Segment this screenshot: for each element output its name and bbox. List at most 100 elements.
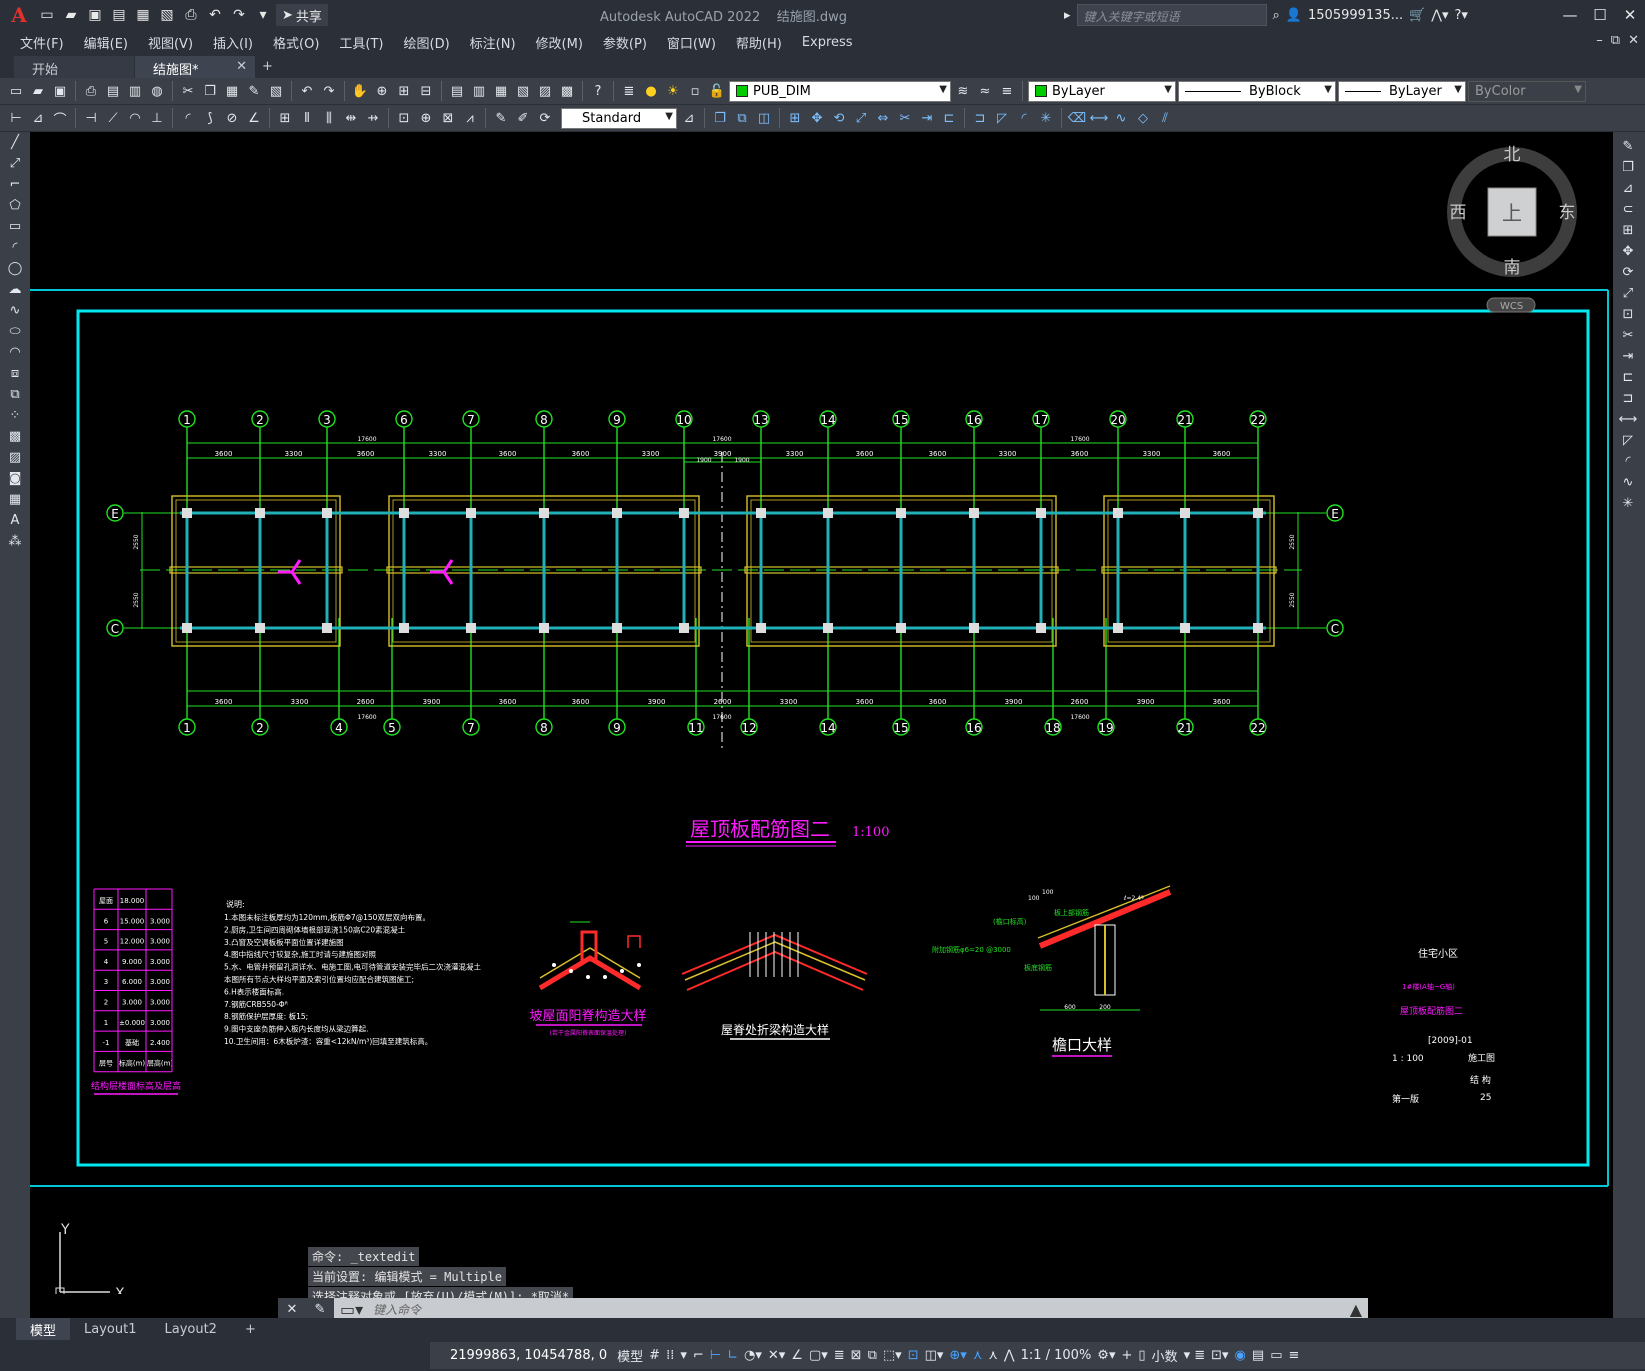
- open-icon[interactable]: ▰: [33, 83, 43, 99]
- isodraft-icon[interactable]: ✕▾: [767, 1348, 786, 1363]
- polar-icon[interactable]: ◔▾: [744, 1348, 762, 1363]
- coordinates[interactable]: 21999863, 10454788, 0: [450, 1348, 608, 1363]
- infer-constraints-icon[interactable]: ⌐: [692, 1348, 704, 1363]
- inspect-icon[interactable]: ⊠: [442, 110, 454, 126]
- undo-icon[interactable]: ↶: [301, 83, 313, 99]
- viewcube[interactable]: 上 北 南 东 西 WCS: [1447, 145, 1577, 313]
- tolerance-icon[interactable]: ⊡: [398, 110, 410, 126]
- gizmo-icon[interactable]: ⊕▾: [949, 1348, 967, 1363]
- menu-parametric[interactable]: 参数(P): [602, 36, 647, 52]
- autodesk-app-icon[interactable]: ⋀▾: [1431, 7, 1449, 23]
- add-layout-icon[interactable]: +: [244, 1321, 256, 1337]
- trim-icon[interactable]: ✂: [1622, 328, 1634, 343]
- lock-ui-icon[interactable]: ⊡▾: [1211, 1348, 1229, 1363]
- tool-palettes-icon[interactable]: ▦: [494, 83, 508, 99]
- dynamic-input-icon[interactable]: ⊢: [709, 1348, 722, 1363]
- dim-jogged-icon[interactable]: ⟆: [207, 110, 213, 126]
- zoom-window-icon[interactable]: ⊞: [398, 83, 410, 99]
- mtext-icon[interactable]: A: [10, 513, 20, 528]
- modify-move-icon[interactable]: ✥: [811, 110, 823, 126]
- match-properties-icon[interactable]: ✎: [248, 83, 260, 99]
- modify-scale-icon[interactable]: ⤢: [855, 110, 867, 126]
- doc-close-icon[interactable]: ✕: [1628, 33, 1639, 48]
- snap-dropdown-icon[interactable]: ▾: [680, 1348, 687, 1363]
- 3d-osnap-icon[interactable]: ⬚▾: [882, 1348, 902, 1363]
- plot-icon[interactable]: ⎙: [85, 83, 97, 99]
- modify-lengthen-icon[interactable]: ⟷: [1089, 110, 1109, 126]
- modify-trim-icon[interactable]: ✂: [899, 110, 911, 126]
- dim-break-icon[interactable]: ⇸: [367, 110, 379, 126]
- share-button[interactable]: ➤共享: [276, 4, 328, 26]
- modify-edit-poly-icon[interactable]: ◇: [1138, 110, 1148, 126]
- tab-start[interactable]: 开始: [14, 56, 134, 78]
- paste-icon[interactable]: ▦: [225, 83, 239, 99]
- publish-icon[interactable]: ▥: [128, 83, 142, 99]
- stretch-icon[interactable]: ⊡: [1622, 307, 1634, 322]
- dim-arc-icon[interactable]: ◠: [129, 110, 141, 126]
- dim-aligned-icon[interactable]: ⟋: [108, 110, 118, 126]
- join-icon[interactable]: ⟷: [1618, 412, 1638, 427]
- transparency-icon[interactable]: ⊠: [850, 1348, 862, 1363]
- user-name[interactable]: 1505999135...: [1308, 7, 1404, 23]
- modify-join-icon[interactable]: ⊐: [974, 110, 986, 126]
- units-dropdown[interactable]: 小数: [1151, 1350, 1178, 1365]
- minimize-icon[interactable]: —: [1562, 6, 1578, 24]
- menu-tools[interactable]: 工具(T): [339, 36, 384, 52]
- markup-icon[interactable]: ▨: [538, 83, 552, 99]
- array-icon[interactable]: ⊞: [1622, 223, 1634, 238]
- tab-layout2[interactable]: Layout2: [164, 1321, 217, 1337]
- layer-viewport-icon[interactable]: ▫: [690, 83, 700, 99]
- cart-icon[interactable]: 🛒: [1409, 7, 1426, 23]
- preview-icon[interactable]: ▤: [106, 83, 120, 99]
- cut-icon[interactable]: ✂: [182, 83, 194, 99]
- polyline-icon[interactable]: ⌐: [9, 177, 21, 192]
- layer-lock-icon[interactable]: 🔓: [708, 83, 726, 99]
- viewcube-north[interactable]: 北: [1504, 145, 1521, 165]
- dim-angular-icon[interactable]: ∠: [248, 110, 260, 126]
- break-icon[interactable]: ⊐: [1622, 391, 1634, 406]
- search-icon[interactable]: ⌕: [1272, 7, 1280, 23]
- modify-fillet-icon[interactable]: ◜: [1021, 110, 1027, 126]
- qnew-icon[interactable]: ▭: [9, 83, 23, 99]
- annotation-scale[interactable]: 1:1 / 100%: [1020, 1348, 1092, 1363]
- modify-stretch-icon[interactable]: ⇔: [877, 110, 889, 126]
- snap-icon[interactable]: ⁞⁞: [666, 1348, 675, 1363]
- copy-icon[interactable]: ❐: [204, 83, 216, 99]
- dim-style-dropdown[interactable]: Standard ▼: [561, 107, 677, 129]
- annotation-monitor-icon[interactable]: +: [1121, 1348, 1133, 1363]
- make-current-icon[interactable]: ≋: [957, 83, 969, 99]
- dynamic-ucs-icon[interactable]: ⊡: [907, 1348, 919, 1363]
- plot-icon[interactable]: ⎙: [185, 7, 197, 23]
- viewcube-south[interactable]: 南: [1504, 258, 1521, 278]
- quick-dim-icon[interactable]: ⊞: [279, 110, 291, 126]
- circle-icon[interactable]: ◯: [7, 261, 23, 276]
- menu-express[interactable]: Express: [801, 34, 853, 50]
- tab-layout1[interactable]: Layout1: [84, 1321, 137, 1337]
- rectangle-icon[interactable]: ▭: [8, 219, 22, 234]
- zoom-realtime-icon[interactable]: ⊕: [376, 83, 388, 99]
- make-block-icon[interactable]: ⧉: [10, 387, 20, 402]
- properties-icon[interactable]: ▤: [450, 83, 464, 99]
- layer-state-icon[interactable]: ≡: [1001, 83, 1013, 99]
- dim-continue-icon[interactable]: ⫼: [326, 110, 332, 126]
- 3d-print-icon[interactable]: ◍: [151, 83, 163, 99]
- region-icon[interactable]: ◙: [8, 471, 22, 486]
- modify-align-icon[interactable]: ⫽: [1162, 110, 1168, 126]
- new-file-icon[interactable]: ▭: [40, 7, 54, 23]
- dim-style-icon[interactable]: ⊿: [683, 110, 695, 126]
- close-cmd-icon[interactable]: ✕: [286, 1301, 298, 1317]
- isolate-objects-icon[interactable]: ◉: [1234, 1348, 1246, 1363]
- layer-previous-icon[interactable]: ≈: [979, 83, 991, 99]
- menu-draw[interactable]: 绘图(D): [403, 36, 450, 52]
- object-snap-icon[interactable]: ▢▾: [808, 1348, 828, 1363]
- dim-ordinate-icon[interactable]: ⊥: [151, 110, 163, 126]
- dim-space-icon[interactable]: ⇹: [345, 110, 357, 126]
- spline-icon[interactable]: ∿: [9, 303, 21, 318]
- linear-dim-icon[interactable]: ⊢: [10, 110, 22, 126]
- table-icon[interactable]: ▦: [8, 492, 22, 507]
- doc-restore-icon[interactable]: ⧉: [1610, 33, 1621, 48]
- ellipse-icon[interactable]: ⬭: [9, 324, 21, 339]
- menu-modify[interactable]: 修改(M): [535, 36, 583, 52]
- layer-freeze-icon[interactable]: ☀: [667, 83, 679, 99]
